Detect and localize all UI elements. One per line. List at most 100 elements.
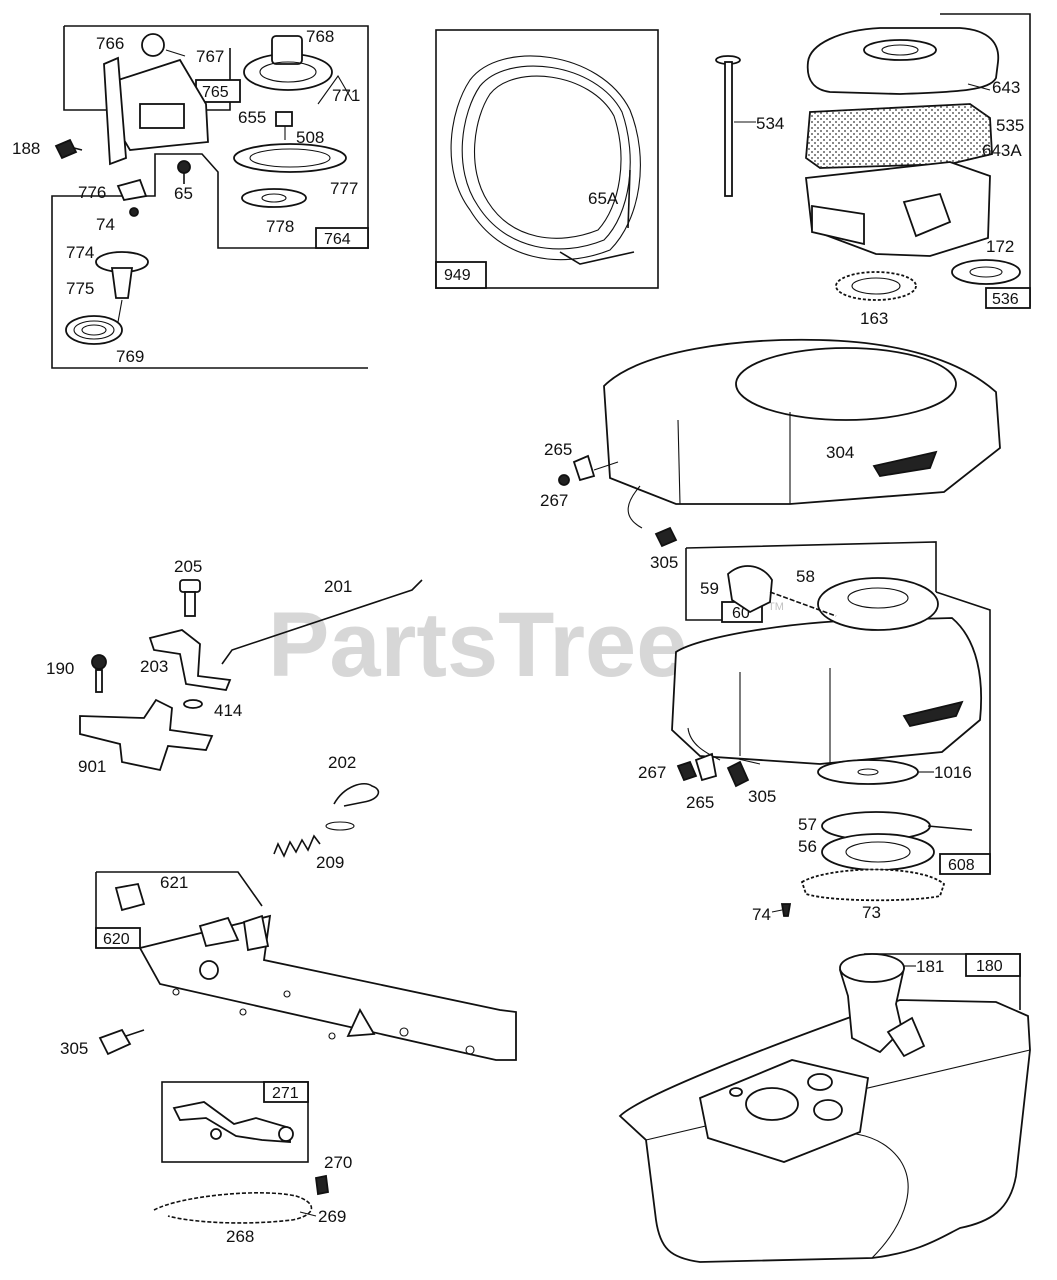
box-180-tag xyxy=(965,953,1021,977)
label-59: 59 xyxy=(700,579,719,598)
label-268: 268 xyxy=(226,1227,254,1246)
box-180-label: 180 xyxy=(976,958,1003,975)
washer-778 xyxy=(241,188,307,208)
base-tab xyxy=(811,204,865,246)
label-305-top: 305 xyxy=(650,553,678,572)
label-172: 172 xyxy=(986,237,1014,256)
label-188: 188 xyxy=(12,139,40,158)
bracket-901 xyxy=(79,698,214,772)
box-536-tag xyxy=(985,287,1031,309)
label-267-bottom: 267 xyxy=(638,763,666,782)
governor-linkage-group: 205 201 203 414 190 901 202 209 xyxy=(46,557,423,872)
label-774: 774 xyxy=(66,243,94,262)
link-kit-group: 949 65A xyxy=(435,29,659,289)
label-181: 181 xyxy=(916,957,944,976)
label-621: 621 xyxy=(160,873,188,892)
screw-188 xyxy=(54,138,78,160)
label-769: 769 xyxy=(116,347,144,366)
label-414: 414 xyxy=(214,701,242,720)
watermark: PartsTree xyxy=(268,594,687,696)
label-771: 771 xyxy=(332,86,360,105)
label-203: 203 xyxy=(140,657,168,676)
label-202: 202 xyxy=(328,753,356,772)
label-768: 768 xyxy=(306,27,334,46)
screw-267-top xyxy=(558,474,570,486)
label-267-top: 267 xyxy=(540,491,568,510)
gasket-172 xyxy=(951,259,1021,285)
box-949-outline xyxy=(435,29,659,289)
watermark-tm: TM xyxy=(768,601,784,613)
air-cleaner-group: 536 643 535 643A 172 163 xyxy=(805,13,1031,328)
label-269: 269 xyxy=(318,1207,346,1226)
wire-loop-outer xyxy=(450,55,641,261)
label-643: 643 xyxy=(992,78,1020,97)
label-265-top: 265 xyxy=(544,440,572,459)
bolt-305-plate xyxy=(98,1028,132,1056)
washer-414 xyxy=(183,699,203,709)
link-202 xyxy=(333,782,380,807)
box-949-tag xyxy=(435,261,487,289)
label-534: 534 xyxy=(756,114,784,133)
label-57: 57 xyxy=(798,815,817,834)
cover-643 xyxy=(806,27,1000,95)
box-271-label: 271 xyxy=(272,1085,299,1102)
label-643A: 643A xyxy=(982,141,1022,160)
screw-65 xyxy=(177,160,191,174)
spring-65A xyxy=(627,169,631,229)
knob-766 xyxy=(141,33,165,57)
rewind-starter-group: 765 764 xyxy=(12,25,369,369)
label-209: 209 xyxy=(316,853,344,872)
switch-621 xyxy=(114,882,146,912)
label-270: 270 xyxy=(324,1153,352,1172)
bracket-slot xyxy=(139,103,185,129)
control-plate-group: 620 621 305 xyxy=(60,871,517,1061)
fuel-tank-group: 180 181 xyxy=(618,953,1031,1263)
starter-cup xyxy=(817,577,939,631)
box-765-label: 765 xyxy=(202,84,229,101)
lever-271-group: 271 xyxy=(161,1081,309,1163)
bolt-534-shank xyxy=(724,61,733,197)
group-outline xyxy=(51,25,369,369)
label-74-top: 74 xyxy=(96,215,115,234)
ratchet-73 xyxy=(800,868,946,902)
screw-270 xyxy=(315,1174,329,1196)
gasket-163 xyxy=(835,271,917,301)
label-56: 56 xyxy=(798,837,817,856)
box-620-tag xyxy=(95,927,141,949)
label-767: 767 xyxy=(196,47,224,66)
box-271-outline xyxy=(161,1081,309,1163)
label-777: 777 xyxy=(330,179,358,198)
starter-rope-58 xyxy=(769,591,837,617)
spring-268 xyxy=(153,1192,313,1224)
starter-handle-59 xyxy=(727,565,773,614)
label-205: 205 xyxy=(174,557,202,576)
label-778: 778 xyxy=(266,217,294,236)
label-305-bottom: 305 xyxy=(748,787,776,806)
screw-267-bottom xyxy=(676,760,698,782)
plunger-775 xyxy=(110,267,134,299)
label-305-plate: 305 xyxy=(60,1039,88,1058)
label-265-bottom: 265 xyxy=(686,793,714,812)
bolt-305-bottom xyxy=(726,760,750,788)
box-949-label: 949 xyxy=(444,267,471,284)
label-190: 190 xyxy=(46,659,74,678)
label-65: 65 xyxy=(174,184,193,203)
washer-1016 xyxy=(817,759,919,785)
housing-opening xyxy=(735,347,957,421)
base-port xyxy=(902,192,952,238)
control-plate xyxy=(138,914,517,1061)
label-766: 766 xyxy=(96,34,124,53)
label-65A: 65A xyxy=(588,189,619,208)
label-535: 535 xyxy=(996,116,1024,135)
box-536-label: 536 xyxy=(992,291,1019,308)
bolt-534-group: 534 xyxy=(715,55,784,197)
box-764-tag xyxy=(315,227,369,249)
box-608-label: 608 xyxy=(948,857,975,874)
screw-74 xyxy=(129,207,139,217)
box-620-outline xyxy=(96,871,263,907)
label-1016: 1016 xyxy=(934,763,972,782)
label-508: 508 xyxy=(296,128,324,147)
bolt-205 xyxy=(179,579,201,593)
label-901: 901 xyxy=(78,757,106,776)
